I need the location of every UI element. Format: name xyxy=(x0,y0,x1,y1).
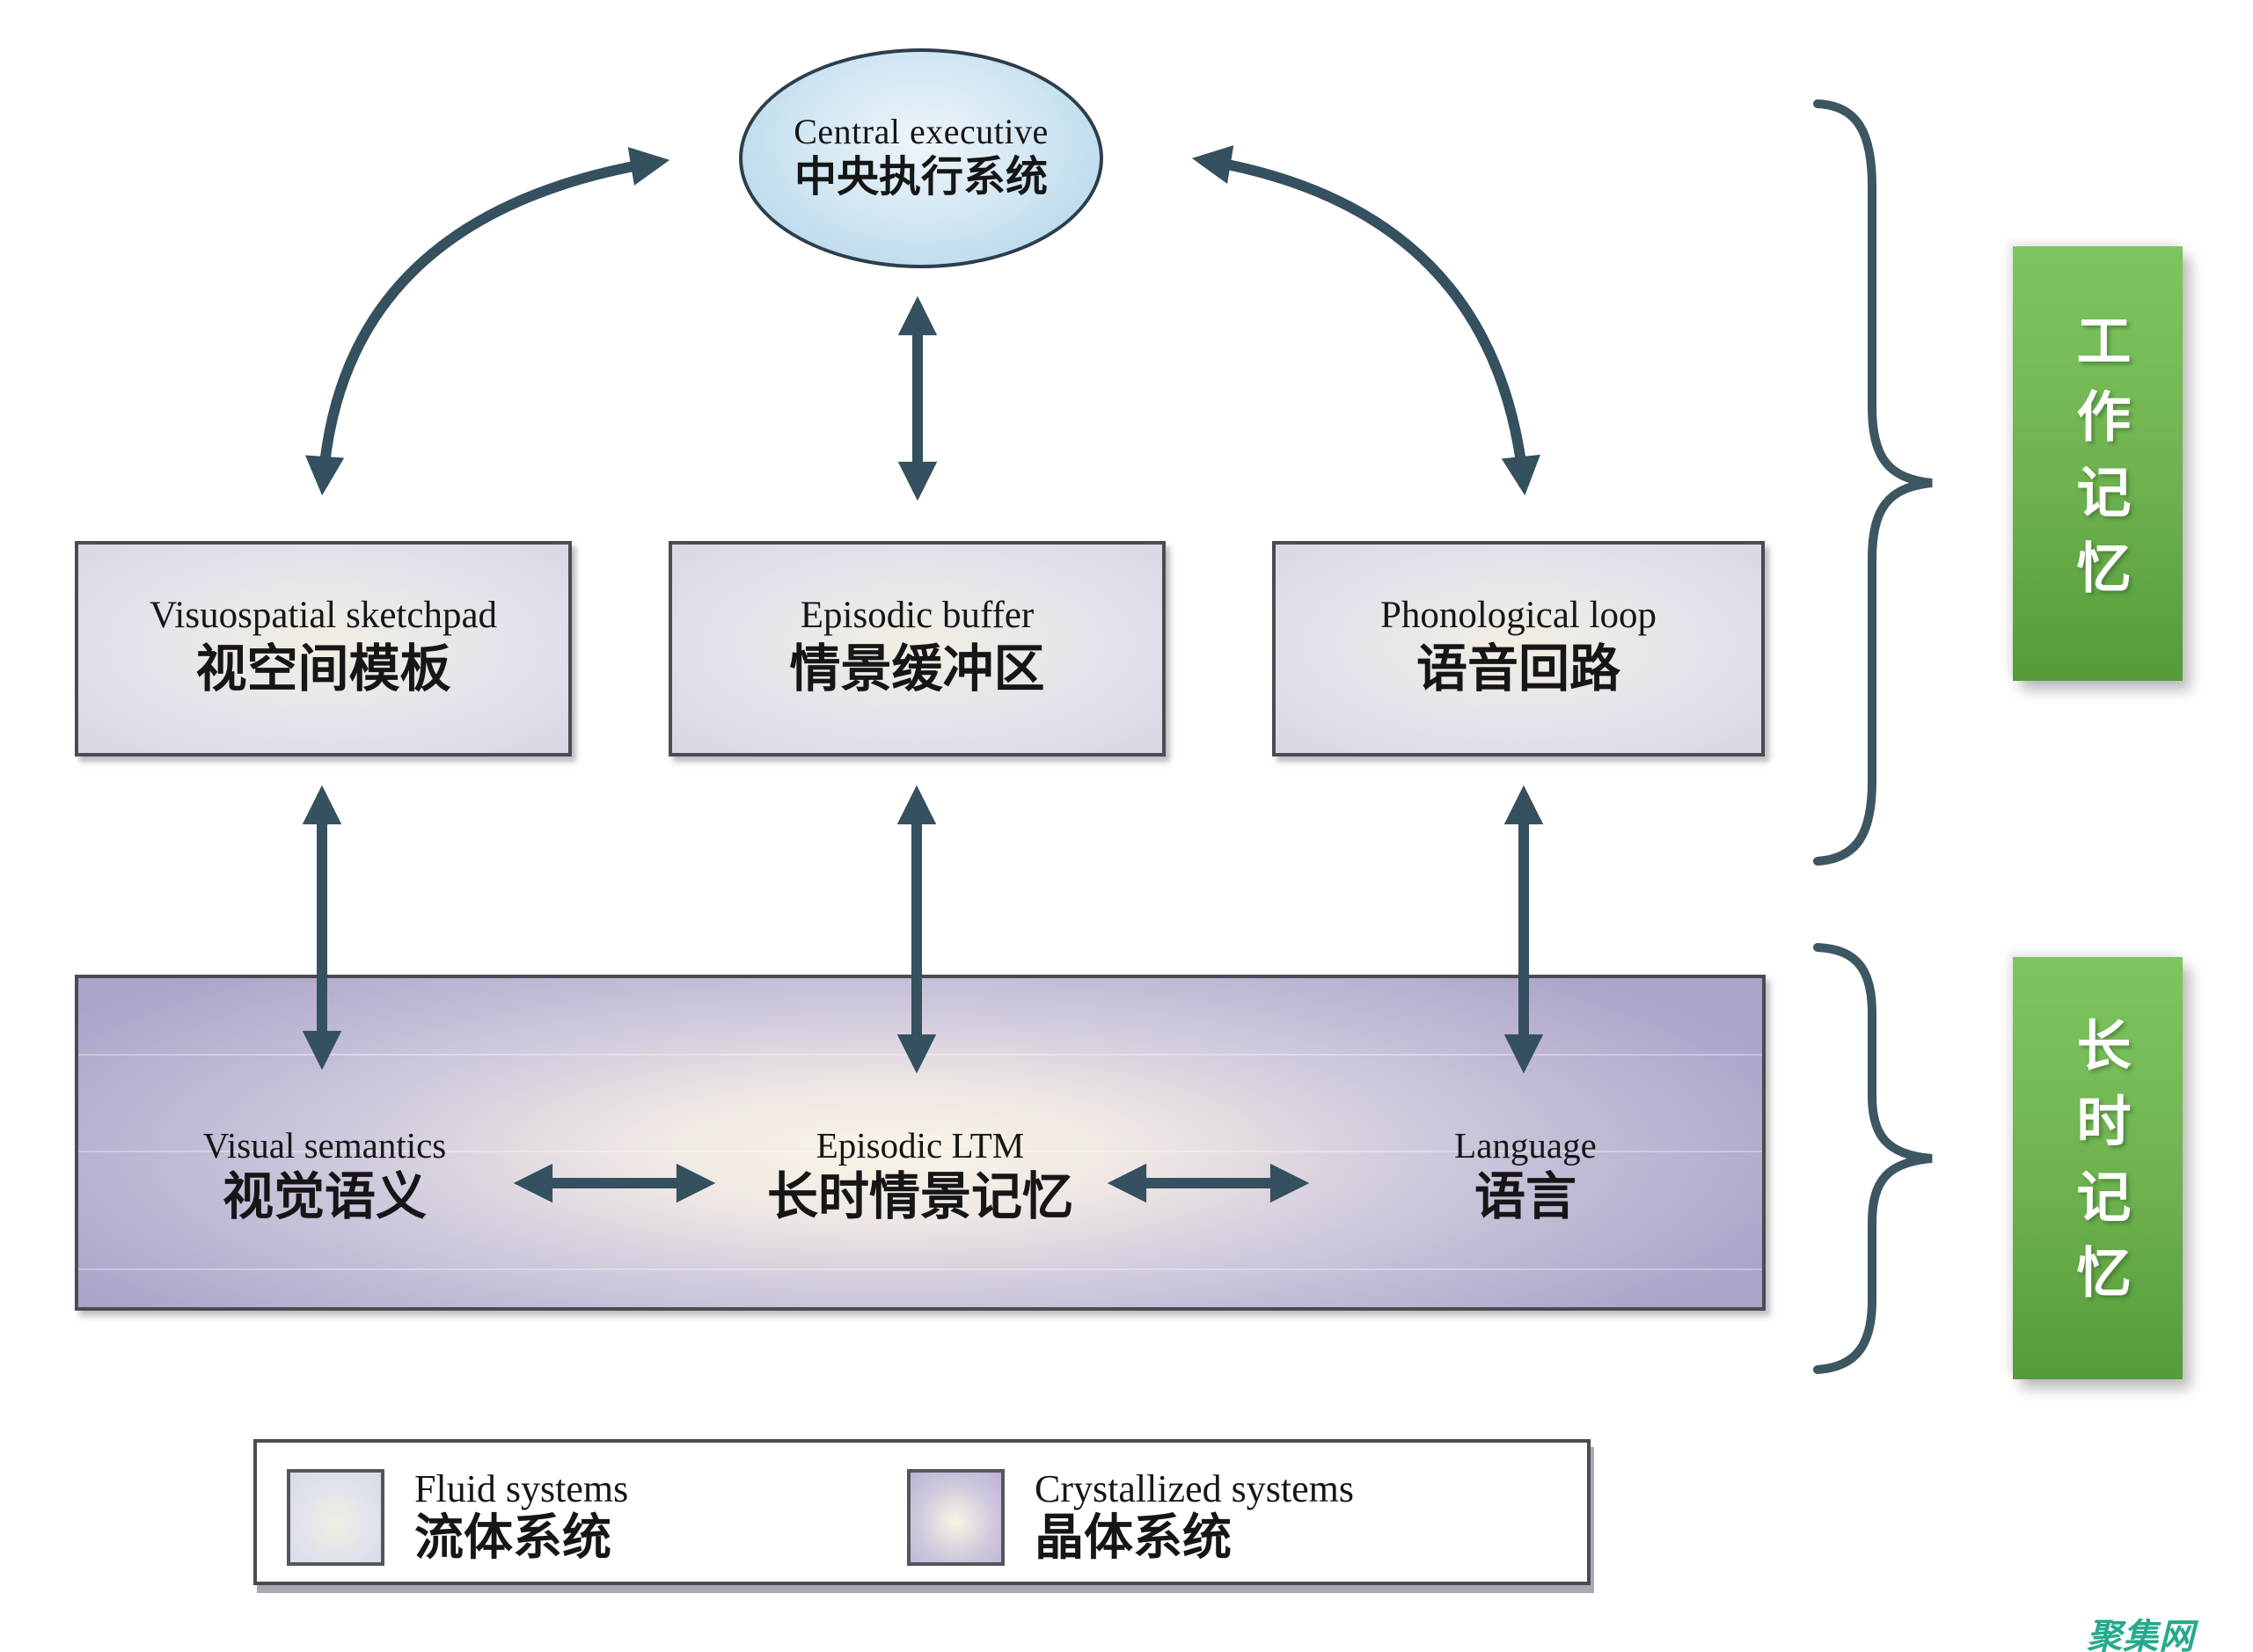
working-memory-tag: 工作记忆 xyxy=(2013,246,2183,681)
ltm-divider-line xyxy=(78,1151,1762,1152)
visual-semantics-label-en: Visual semantics xyxy=(202,1125,447,1166)
long-term-memory-brace xyxy=(1813,943,1933,1374)
episodic-buffer-label-en: Episodic buffer xyxy=(800,595,1035,637)
crystallized-systems-label-en: Crystallized systems xyxy=(1035,1467,1354,1510)
episodic-ltm-label-en: Episodic LTM xyxy=(816,1125,1025,1166)
language-label-en: Language xyxy=(1454,1125,1597,1166)
curved-arrow-sketchpad-executive xyxy=(304,147,670,496)
site-watermark: 聚集网 xyxy=(2087,1618,2195,1652)
phonological-loop-label-en: Phonological loop xyxy=(1379,595,1657,637)
legend-item-crystallized: Crystallized systems 晶体系统 xyxy=(907,1467,1354,1567)
long-term-memory-tag-label: 长时记忆 xyxy=(2067,1017,2129,1319)
legend: Fluid systems 流体系统 Crystallized systems … xyxy=(253,1439,1591,1585)
visuospatial-sketchpad-box: Visuospatial sketchpad 视空间模板 xyxy=(75,541,572,757)
visual-semantics-label: Visual semantics 视觉语义 xyxy=(202,1125,447,1230)
long-term-memory-box: Visual semantics 视觉语义 Episodic LTM 长时情景记… xyxy=(75,975,1766,1311)
phonological-loop-box: Phonological loop 语音回路 xyxy=(1272,541,1765,757)
crystallized-systems-label-zh: 晶体系统 xyxy=(1035,1509,1232,1566)
visual-semantics-label-zh: 视觉语义 xyxy=(222,1168,428,1226)
language-label: Language 语言 xyxy=(1454,1125,1597,1230)
legend-item-fluid: Fluid systems 流体系统 xyxy=(287,1467,629,1567)
curved-arrow-executive-phonological xyxy=(1191,145,1540,496)
fluid-swatch xyxy=(287,1469,384,1567)
episodic-ltm-label-zh: 长时情景记忆 xyxy=(766,1168,1074,1226)
working-memory-brace xyxy=(1813,99,1933,866)
central-executive-label-en: Central executive xyxy=(794,112,1049,151)
fluid-systems-label-en: Fluid systems xyxy=(414,1467,629,1510)
language-label-zh: 语言 xyxy=(1474,1168,1577,1226)
ltm-divider-line xyxy=(78,1054,1762,1056)
visuospatial-sketchpad-label-zh: 视空间模板 xyxy=(195,640,451,698)
phonological-loop-label-zh: 语音回路 xyxy=(1415,640,1620,698)
fluid-systems-label-zh: 流体系统 xyxy=(414,1509,611,1566)
episodic-buffer-label-zh: 情景缓冲区 xyxy=(789,640,1045,698)
crystallized-swatch xyxy=(907,1469,1005,1567)
ltm-divider-line xyxy=(78,1268,1762,1270)
central-executive-node: Central executive 中央执行系统 xyxy=(739,48,1103,268)
long-term-memory-tag: 长时记忆 xyxy=(2013,957,2183,1379)
episodic-buffer-box: Episodic buffer 情景缓冲区 xyxy=(669,541,1166,757)
working-memory-tag-label: 工作记忆 xyxy=(2067,312,2129,615)
central-executive-label-zh: 中央执行系统 xyxy=(794,154,1048,201)
episodic-ltm-label: Episodic LTM 长时情景记忆 xyxy=(766,1125,1074,1230)
visuospatial-sketchpad-label-en: Visuospatial sketchpad xyxy=(149,595,498,637)
